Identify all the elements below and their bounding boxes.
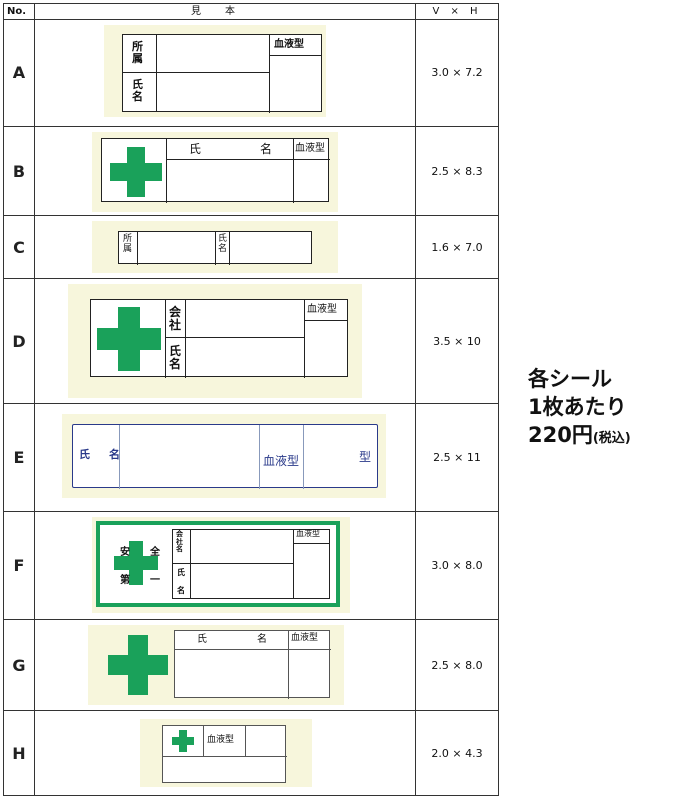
sticker-c-label: 所属 氏名 (118, 231, 312, 265)
table-header: No. 見本 V × H (4, 4, 498, 20)
table-row: E 氏 名 血液型 型 2.5 × 11 (4, 404, 498, 512)
sticker-f-label: 安 全 第 一 会社名 氏 名 血液型 (96, 521, 340, 607)
label-shimei: 氏 名 (79, 448, 124, 461)
price-line-3: 220円(税込) (528, 421, 631, 453)
table-row: G 氏 名 血液型 2.5 × 8.0 (4, 620, 498, 711)
green-cross-icon (108, 635, 168, 695)
label-zen: 全 (150, 547, 160, 558)
label-blood: 血液型 (274, 39, 304, 50)
table-row: F 安 全 第 一 会社名 氏 名 血液型 3.0 × 8.0 (4, 512, 498, 620)
label-kaisha: 会社 (169, 305, 182, 333)
price-tax: (税込) (592, 431, 631, 446)
label-an: 安 (120, 547, 130, 558)
divider (415, 4, 416, 795)
label-shi: 氏 (189, 142, 202, 156)
sticker-d-label: 会社 氏名 血液型 (90, 299, 348, 378)
price-value: 220円 (528, 423, 593, 447)
label-blood: 血液型 (291, 633, 319, 643)
row-size: 2.5 × 11 (433, 451, 481, 464)
divider (34, 4, 35, 795)
row-size: 3.5 × 10 (433, 334, 481, 348)
row-size: 2.5 × 8.3 (431, 164, 483, 178)
row-id: B (12, 161, 26, 181)
row-id: F (13, 556, 25, 575)
row-size: 3.0 × 8.0 (431, 559, 483, 572)
label-shimei: 氏名 (169, 344, 182, 372)
green-cross-icon (172, 730, 194, 752)
table-row: D 会社 氏名 血液型 3.5 × 10 (4, 279, 498, 404)
row-id: H (12, 743, 26, 763)
sticker-e-label: 氏 名 血液型 型 (72, 424, 378, 489)
price-line-2: 1枚あたり (528, 395, 627, 419)
sticker-a-label: 所属 氏名 血液型 (122, 34, 322, 113)
sticker-table: No. 見本 V × H A 所属 氏名 血液型 3.0 × 7.2 B (3, 3, 499, 796)
label-gata: 型 (359, 450, 372, 464)
row-id: A (12, 63, 26, 82)
label-shimei: 氏名 (132, 78, 143, 104)
green-cross-icon (114, 541, 158, 585)
table-row: C 所属 氏名 1.6 × 7.0 (4, 216, 498, 279)
table-row: B 氏 名 血液型 2.5 × 8.3 (4, 127, 498, 216)
row-id: G (12, 655, 26, 675)
label-blood: 血液型 (263, 454, 300, 468)
row-size: 2.5 × 8.0 (431, 658, 483, 672)
label-mei: 名 (257, 634, 267, 645)
label-shozoku: 所属 (123, 234, 133, 254)
label-dai: 第 (120, 575, 130, 586)
label-mei: 名 (177, 586, 185, 595)
row-id: C (13, 237, 25, 257)
sticker-b-label: 氏 名 血液型 (101, 138, 330, 203)
green-cross-icon (110, 147, 162, 197)
sticker-h-label: 血液型 (162, 725, 287, 783)
green-cross-icon (97, 307, 161, 371)
label-blood: 血液型 (295, 143, 325, 154)
row-size: 3.0 × 7.2 (431, 66, 483, 79)
label-shi: 氏 (197, 634, 207, 645)
label-blood: 血液型 (207, 735, 235, 745)
label-kaisha: 会社名 (176, 530, 183, 554)
table-row: H 血液型 2.0 × 4.3 (4, 711, 498, 795)
table-row: A 所属 氏名 血液型 3.0 × 7.2 (4, 19, 498, 127)
header-size: V × H (432, 6, 482, 17)
price-note: 各シール 1枚あたり 220円(税込) (528, 365, 631, 453)
label-mei: 名 (260, 142, 273, 156)
label-shozoku: 所属 (132, 40, 143, 66)
header-no: No. (7, 6, 27, 17)
row-id: E (13, 448, 25, 467)
row-id: D (12, 331, 26, 351)
header-sample: 見本 (191, 6, 259, 17)
price-line-1: 各シール (528, 367, 612, 391)
label-shimei: 氏名 (218, 234, 228, 254)
label-ichi: 一 (150, 575, 160, 586)
row-size: 2.0 × 4.3 (431, 746, 483, 760)
label-blood: 血液型 (296, 529, 320, 538)
label-blood: 血液型 (307, 304, 337, 315)
label-shi: 氏 (177, 568, 185, 577)
sticker-g-label: 氏 名 血液型 (174, 630, 331, 699)
row-size: 1.6 × 7.0 (431, 240, 483, 254)
